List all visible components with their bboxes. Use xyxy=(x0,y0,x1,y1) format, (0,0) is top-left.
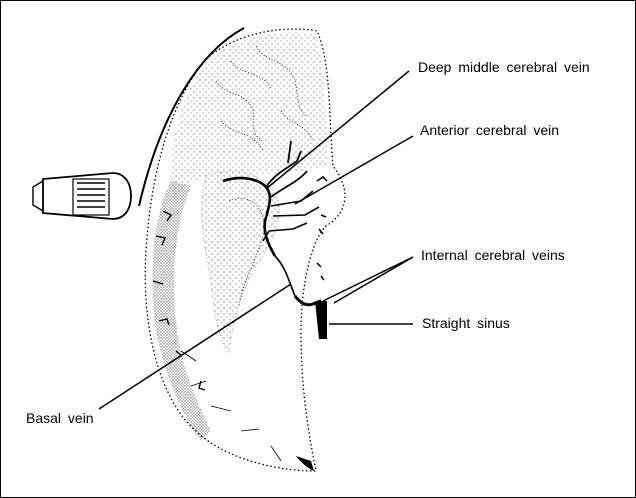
leader-basal-vein xyxy=(99,284,291,409)
label-deep-middle-cerebral-vein: Deep middle cerebral vein xyxy=(418,59,590,75)
probe-icon xyxy=(33,173,131,219)
label-anterior-cerebral-vein: Anterior cerebral vein xyxy=(420,122,559,138)
label-internal-cerebral-veins: Internal cerebral veins xyxy=(421,247,565,263)
label-basal-vein: Basal vein xyxy=(26,410,94,426)
venous-dots xyxy=(317,177,327,280)
temporal-lobe xyxy=(202,171,280,353)
straight-sinus-shape xyxy=(315,301,327,339)
leader-internal-cerebral-veins-b xyxy=(334,257,413,303)
leader-internal-cerebral-veins-a xyxy=(323,257,413,301)
occipital-pole-vein xyxy=(296,456,314,471)
label-straight-sinus: Straight sinus xyxy=(422,315,510,331)
